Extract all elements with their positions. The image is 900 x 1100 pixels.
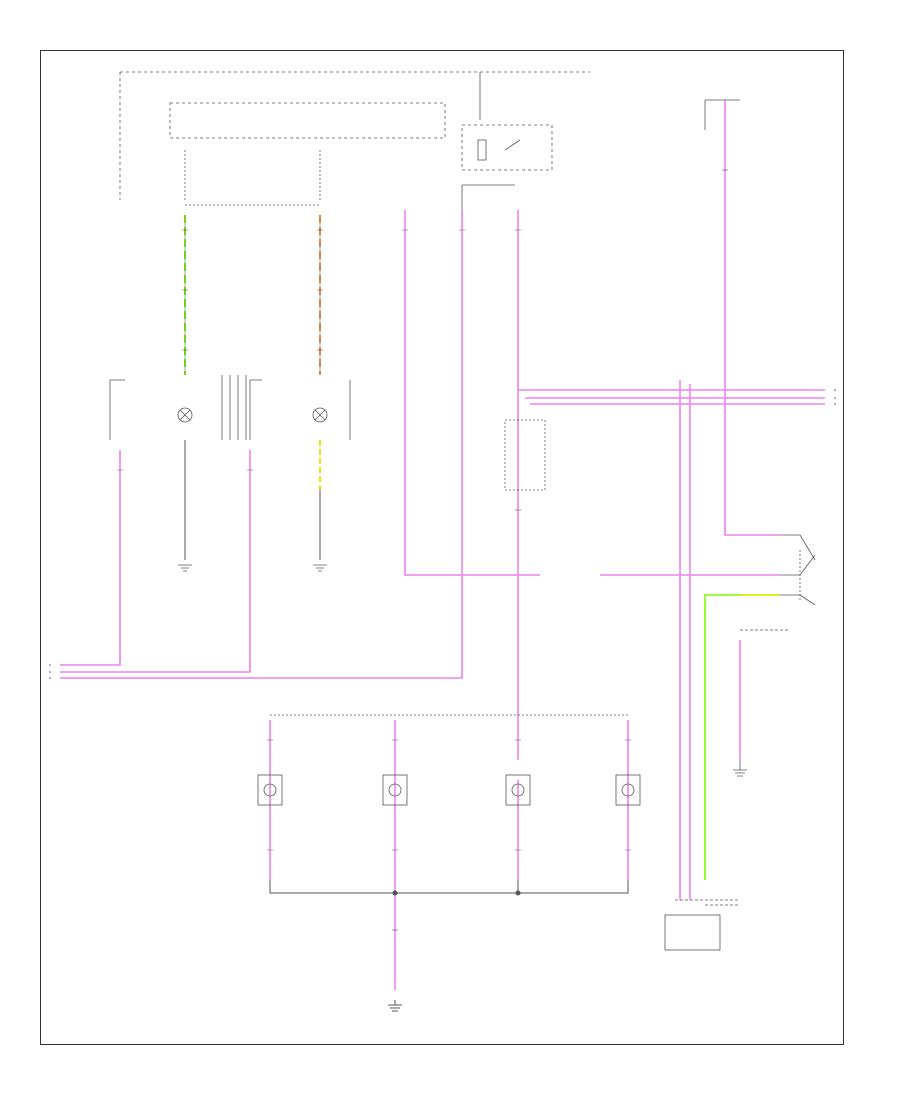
left-lamp-wires [184,215,321,560]
diagram-frame [40,50,844,1045]
lower-lamps [257,774,641,806]
right-ground [733,760,747,777]
bottom-ground-bus [269,880,629,1012]
lower-right-module [664,899,740,951]
switch [740,534,816,631]
relay-block [461,124,553,210]
power-bus [119,71,590,206]
pink-wires [60,100,825,990]
right-lamp [249,379,351,440]
top-right-power [704,99,740,130]
side-markers [49,389,836,679]
ground-symbols-left [178,564,327,572]
connector-marks [117,169,728,931]
yellow-green-wire [704,594,780,880]
left-lamp [109,375,247,440]
center-module [270,419,628,716]
